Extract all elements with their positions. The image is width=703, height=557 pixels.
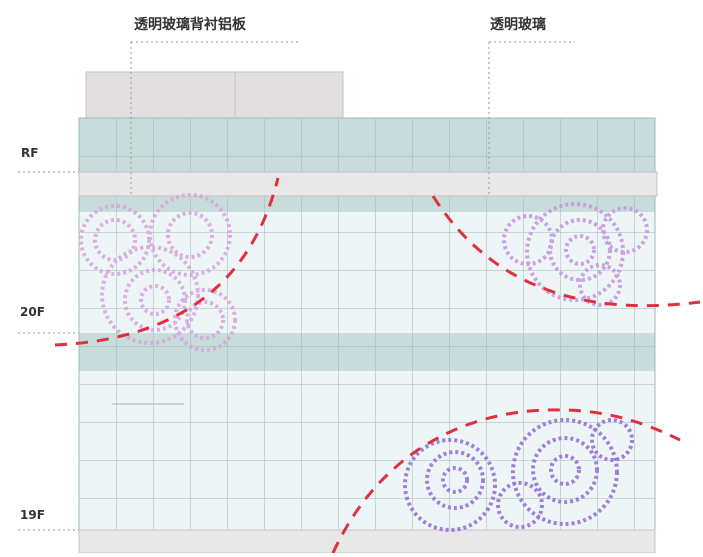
floor-label-rf: RF bbox=[21, 146, 39, 160]
design-curves bbox=[54, 177, 701, 554]
floor-label-20f: 20F bbox=[20, 305, 45, 319]
curve-upper-right bbox=[431, 195, 701, 308]
curve-lower bbox=[331, 408, 681, 554]
callout-left-label: 透明玻璃背衬铝板 bbox=[134, 17, 246, 33]
floor-label-19f: 19F bbox=[20, 508, 45, 522]
base-slab bbox=[78, 529, 656, 554]
roof-slab bbox=[78, 171, 658, 197]
curve-upper-left bbox=[54, 177, 280, 347]
roof-block bbox=[85, 71, 344, 119]
callout-right-label: 透明玻璃 bbox=[490, 17, 546, 33]
floral-pattern-lower bbox=[403, 418, 634, 532]
floral-pattern-right bbox=[502, 202, 649, 307]
floral-pattern-left bbox=[79, 193, 237, 352]
